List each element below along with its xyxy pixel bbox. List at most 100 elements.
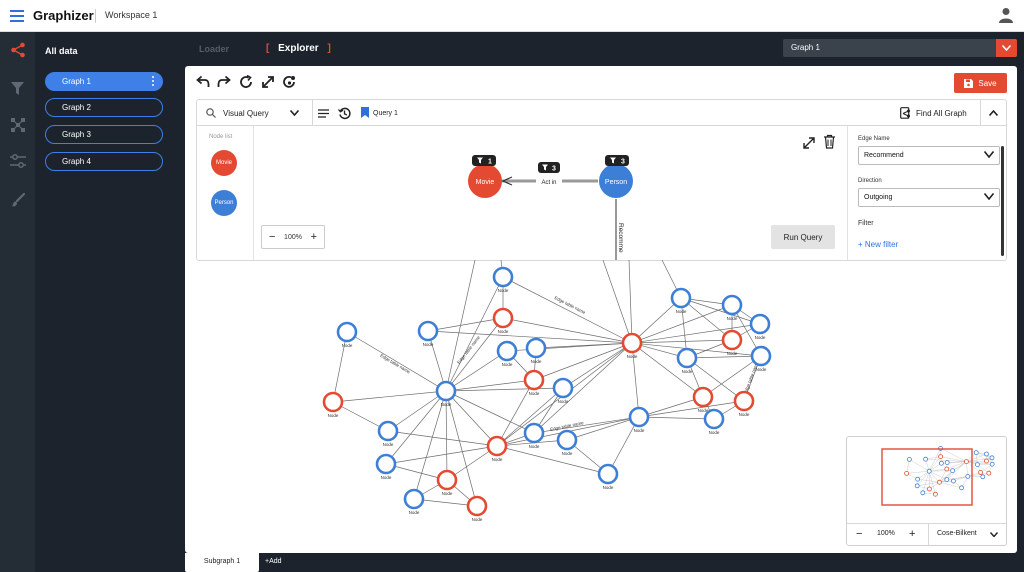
node-type-movie[interactable]: Movie: [211, 150, 237, 176]
node-type-person[interactable]: Person: [211, 190, 237, 216]
graph-edge[interactable]: [631, 342, 704, 398]
graph-edge[interactable]: [602, 260, 633, 344]
graph-edge[interactable]: [686, 357, 745, 402]
undo-icon[interactable]: [196, 75, 210, 89]
direction-select[interactable]: Outgoing: [858, 188, 1000, 207]
graph-edge[interactable]: [638, 416, 715, 420]
graph-node-movie[interactable]: [721, 329, 743, 351]
graph-edge[interactable]: [680, 297, 761, 325]
refresh-icon[interactable]: [239, 75, 253, 89]
sidebar-graph-2[interactable]: Graph 2: [45, 98, 163, 117]
graph-edge[interactable]: [413, 390, 447, 500]
query-name[interactable]: Query 1: [373, 110, 398, 117]
graph-node-person[interactable]: [750, 345, 772, 367]
graph-select[interactable]: Graph 1: [783, 39, 1017, 57]
properties-scrollbar[interactable]: [1001, 146, 1004, 256]
auto-layout-icon[interactable]: [283, 75, 297, 89]
graph-select-toggle[interactable]: [996, 39, 1017, 57]
graph-edge[interactable]: [445, 317, 504, 392]
graph-node-person[interactable]: [492, 266, 514, 288]
graph-edge[interactable]: [631, 304, 733, 344]
graph-node-movie[interactable]: [621, 332, 643, 354]
graph-edge[interactable]: [686, 355, 762, 359]
graph-edge[interactable]: [638, 396, 704, 418]
sidebar-graph-1[interactable]: Graph 1: [45, 72, 163, 91]
graph-edge[interactable]: [385, 445, 498, 465]
graph-node-movie[interactable]: [466, 495, 488, 517]
graph-node-person[interactable]: [435, 380, 457, 402]
workspace-name[interactable]: Workspace 1: [105, 10, 158, 20]
history-icon[interactable]: [338, 107, 351, 120]
graph-edge[interactable]: [346, 331, 447, 392]
graph-node-person[interactable]: [523, 422, 545, 444]
graph-node-person[interactable]: [525, 337, 547, 359]
trash-icon[interactable]: [824, 134, 835, 149]
graph-edge[interactable]: [427, 317, 504, 332]
graph-edge[interactable]: [631, 297, 682, 344]
graph-edge[interactable]: [702, 355, 762, 398]
zoom-in-button[interactable]: +: [310, 231, 317, 243]
graph-edge[interactable]: [445, 350, 508, 392]
graph-node-person[interactable]: [417, 320, 439, 342]
graph-edge[interactable]: [533, 342, 633, 434]
minimap-zoom-in-button[interactable]: +: [909, 528, 916, 540]
tab-loader[interactable]: Loader: [199, 44, 230, 54]
graph-edge[interactable]: [385, 390, 447, 465]
movie-filter-badge[interactable]: [472, 155, 496, 166]
expand-icon[interactable]: [261, 75, 275, 89]
edge-name-select[interactable]: Recommend: [858, 146, 1000, 165]
graph-edge[interactable]: [445, 390, 448, 481]
graph-node-person[interactable]: [670, 287, 692, 309]
bookmark-icon[interactable]: [361, 107, 369, 118]
query-node-movie[interactable]: [468, 164, 502, 198]
graph-edge[interactable]: [631, 342, 640, 418]
layout-select[interactable]: Cose-Bilkent: [937, 530, 977, 537]
new-filter-button[interactable]: + New filter: [858, 240, 899, 249]
sidebar-graph-3[interactable]: Graph 3: [45, 125, 163, 144]
rail-style[interactable]: [0, 184, 35, 216]
graph-edge[interactable]: [566, 416, 640, 441]
graph-edge[interactable]: [445, 379, 535, 392]
fit-view-icon[interactable]: [803, 137, 815, 149]
graph-node-person[interactable]: [403, 488, 425, 510]
edge-filter-badge[interactable]: [538, 162, 560, 173]
graph-node-person[interactable]: [375, 453, 397, 475]
list-icon[interactable]: [318, 109, 329, 118]
graph-node-movie[interactable]: [322, 391, 344, 413]
rail-layout[interactable]: [0, 109, 35, 141]
graph-edge[interactable]: [680, 297, 733, 341]
graph-node-movie[interactable]: [692, 386, 714, 408]
graph-edge[interactable]: [496, 445, 609, 475]
graph-edge[interactable]: [496, 387, 564, 447]
minimap-viewport[interactable]: [881, 448, 973, 506]
graph-node-person[interactable]: [597, 463, 619, 485]
tab-explorer[interactable]: [ Explorer ]: [266, 43, 331, 54]
graph-node-movie[interactable]: [733, 390, 755, 412]
chevron-down-icon[interactable]: [290, 110, 299, 116]
chevron-up-icon[interactable]: [989, 110, 998, 116]
find-all-graph-button[interactable]: Find All Graph: [916, 109, 967, 118]
rail-share[interactable]: [0, 34, 35, 66]
rail-filter[interactable]: [0, 72, 35, 104]
graph-edge[interactable]: [445, 390, 498, 447]
user-icon[interactable]: [999, 7, 1013, 23]
graph-edge[interactable]: [332, 390, 447, 403]
query-mode-select[interactable]: Visual Query: [223, 109, 269, 118]
graph-node-person[interactable]: [721, 294, 743, 316]
graph-node-person[interactable]: [556, 429, 578, 451]
graph-node-person[interactable]: [628, 406, 650, 428]
graph-edge[interactable]: [502, 317, 633, 344]
graph-edge[interactable]: [607, 416, 640, 475]
minimap-view[interactable]: [847, 437, 1006, 523]
graph-edge[interactable]: [385, 463, 448, 481]
run-query-button[interactable]: Run Query: [771, 225, 835, 249]
graph-node-movie[interactable]: [436, 469, 458, 491]
rail-settings[interactable]: [0, 145, 35, 177]
add-subgraph-button[interactable]: +Add: [265, 558, 282, 565]
graph-node-person[interactable]: [676, 347, 698, 369]
graph-edge[interactable]: [496, 379, 535, 447]
redo-icon[interactable]: [217, 75, 231, 89]
save-button[interactable]: Save: [954, 73, 1007, 93]
graph-edge[interactable]: [332, 401, 389, 432]
graph-node-person[interactable]: [703, 408, 725, 430]
